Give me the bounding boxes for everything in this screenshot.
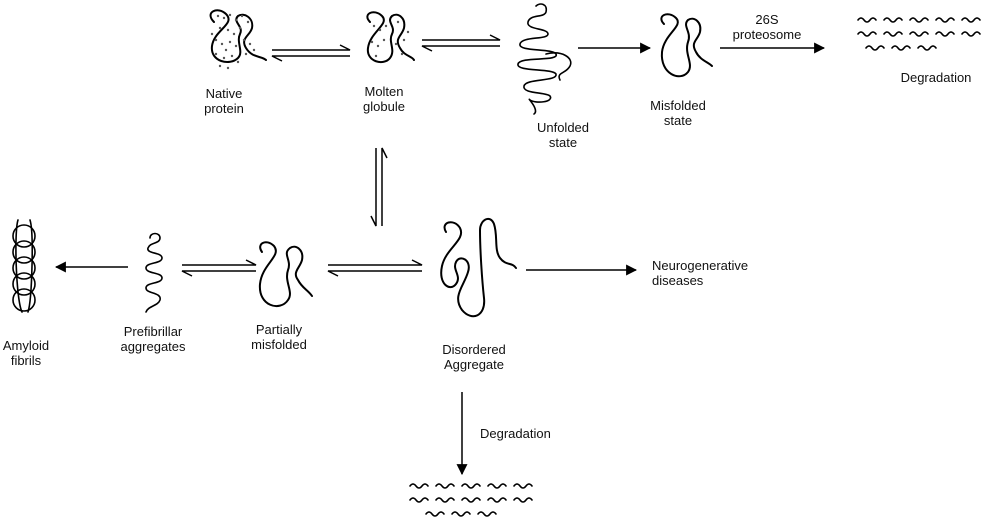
equilibrium-prefibrillar-partial	[181, 259, 257, 277]
degraded-fragments-icon	[857, 17, 981, 51]
molten-globule-icon	[366, 11, 415, 64]
misfolded-state-icon	[660, 13, 713, 78]
degraded-fragments-bottom-icon	[409, 483, 533, 517]
equilibrium-molten-unfolded	[421, 34, 501, 52]
equilibrium-partial-aggregate	[327, 259, 423, 277]
equilibrium-molten-aggregate	[370, 147, 388, 227]
disordered-aggregate-icon	[440, 217, 517, 318]
unfolded-state-icon	[517, 3, 572, 115]
amyloid-fibrils-icon	[12, 219, 36, 313]
prefibrillar-aggregates-icon	[145, 232, 163, 313]
partially-misfolded-icon	[258, 241, 313, 308]
label-degradation-bottom: Degradation	[480, 426, 551, 441]
native-protein-icon	[209, 9, 267, 70]
label-degradation-top: Degradation	[900, 70, 972, 85]
equilibrium-native-molten	[271, 44, 351, 62]
